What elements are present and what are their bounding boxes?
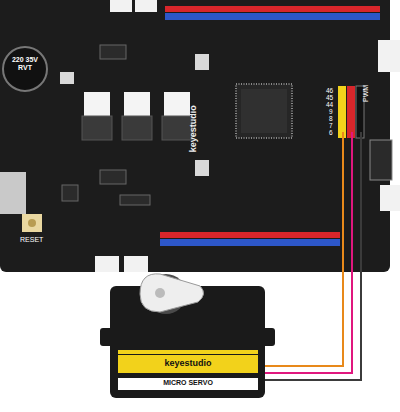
- horn-screw: [155, 288, 165, 298]
- connector: [110, 0, 132, 12]
- brand-logo: keyestudio: [188, 82, 198, 152]
- header-row: [165, 6, 380, 12]
- connector: [380, 185, 400, 211]
- pin-number: 44: [326, 102, 333, 109]
- power-wire: [265, 272, 352, 373]
- servo-stripe: [118, 350, 258, 354]
- micro-servo: keyestudioMICRO SERVO: [110, 286, 265, 398]
- mcu-core: [241, 89, 287, 133]
- regulator-bodies: [82, 116, 192, 140]
- small-chips: [62, 45, 150, 205]
- servo-strip: [118, 378, 258, 390]
- button-label: RESET: [20, 236, 43, 243]
- pin-number: 45: [326, 95, 333, 102]
- signal-pins: [338, 86, 346, 138]
- capacitor-marking: 220 35V RVT: [8, 56, 42, 72]
- signal-wire: [265, 272, 343, 366]
- usb-port: [0, 172, 26, 214]
- connector: [135, 0, 157, 12]
- pin-number: 46: [326, 88, 333, 95]
- power-wire: [351, 132, 353, 272]
- servo-band: [118, 355, 258, 373]
- connector: [95, 256, 119, 272]
- header-row: [160, 232, 340, 238]
- reset-cap: [28, 219, 36, 227]
- header-row: [165, 13, 380, 20]
- pin-number: 8: [329, 116, 333, 123]
- connector: [124, 256, 148, 272]
- signal-wire: [342, 132, 344, 272]
- capacitors: [60, 54, 209, 176]
- connector: [378, 40, 400, 72]
- pin-group-label: PWM: [362, 85, 369, 102]
- brand-logo: keyestudio: [118, 358, 258, 368]
- capacitor: 220 35V RVT: [2, 46, 48, 92]
- model-name: MICRO SERVO: [118, 379, 258, 387]
- ground-wire: [265, 272, 361, 380]
- pin-block: [370, 140, 392, 180]
- pin-number: 9: [329, 109, 333, 116]
- pin-number: 7: [329, 123, 333, 130]
- board-body: [0, 0, 390, 272]
- regulators: [84, 92, 190, 116]
- power-pins: [347, 86, 355, 138]
- pin-number: 6: [329, 130, 333, 137]
- header-row: [160, 239, 340, 246]
- reset-button: [22, 214, 42, 232]
- mcu: [236, 84, 292, 138]
- servo-horn: [140, 274, 204, 312]
- ground-wire: [360, 132, 362, 272]
